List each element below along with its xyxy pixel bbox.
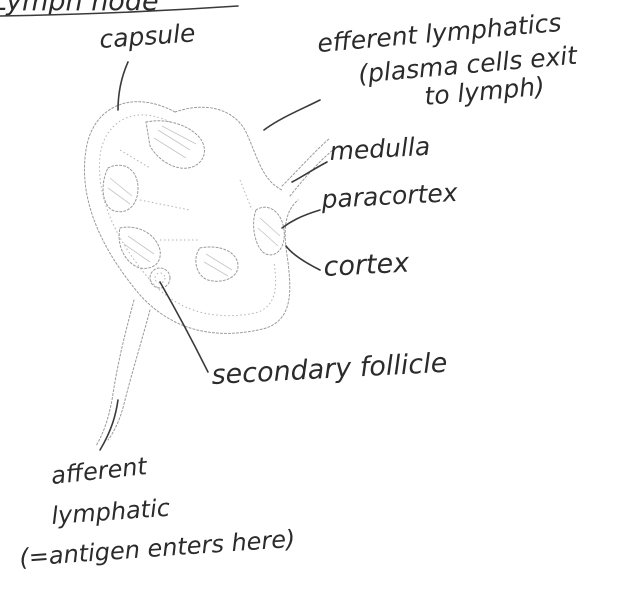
label-efferent-lymphatics: efferent lymphatics (plasma cells exit t… (316, 7, 582, 120)
svg-text:lymphatic: lymphatic (50, 494, 170, 530)
label-cortex: cortex (323, 247, 411, 282)
follicle-region-top (146, 121, 204, 168)
label-afferent-lymphatic: afferent lymphatic (=antigen enters here… (18, 452, 296, 572)
leader-efferent (264, 100, 320, 130)
medulla-region (196, 247, 238, 281)
follicle-region-lower (119, 227, 160, 268)
label-paracortex: paracortex (320, 178, 459, 214)
lymph-node-drawing (84, 102, 338, 446)
label-medulla: medulla (329, 132, 431, 166)
leader-cortex (286, 246, 320, 270)
leader-paracortex (282, 210, 320, 228)
leader-lines (100, 62, 327, 450)
label-secondary-follicle: secondary follicle (211, 348, 448, 391)
follicle-region-right (254, 207, 285, 255)
leader-medulla (292, 162, 327, 182)
svg-text:(=antigen enters here): (=antigen enters here) (18, 525, 296, 572)
leader-secondary-follicle (160, 282, 208, 372)
svg-text:afferent: afferent (50, 452, 150, 490)
label-capsule: capsule (98, 18, 196, 54)
secondary-follicle-circle (150, 268, 170, 288)
leader-afferent (100, 400, 118, 450)
